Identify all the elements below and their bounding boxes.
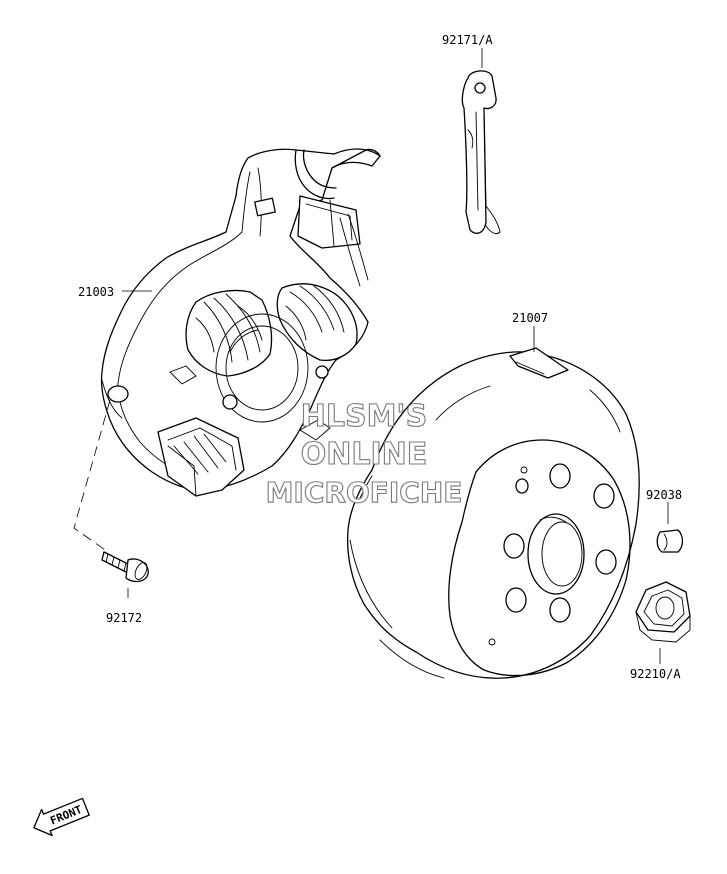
screw-92172[interactable] (101, 551, 149, 583)
label-92210a[interactable]: 92210/A (630, 667, 681, 681)
stator-assembly-21003[interactable] (100, 148, 381, 497)
arrow-icon (33, 797, 90, 837)
label-92171a[interactable]: 92171/A (442, 33, 493, 47)
wire-clamp-92171a[interactable] (461, 70, 501, 235)
watermark-line-1: HLSM'S (301, 399, 427, 434)
watermark-line-2: ONLINE (301, 437, 428, 472)
label-92172[interactable]: 92172 (106, 611, 142, 625)
flywheel-21007[interactable] (346, 347, 640, 679)
label-21007[interactable]: 21007 (512, 311, 548, 325)
watermark: HLSM'S ONLINE MICROFICHE (265, 398, 463, 509)
part-number-labels: 92171/A 21003 21007 92038 92172 92210/A (78, 33, 682, 681)
leader-lines (73, 48, 669, 664)
label-92038[interactable]: 92038 (646, 488, 682, 502)
watermark-line-3: MICROFICHE (266, 476, 463, 509)
front-direction-marker: FRONT (33, 797, 90, 837)
nut-92210a[interactable] (635, 581, 691, 643)
label-21003[interactable]: 21003 (78, 285, 114, 299)
key-92038[interactable] (656, 529, 684, 553)
